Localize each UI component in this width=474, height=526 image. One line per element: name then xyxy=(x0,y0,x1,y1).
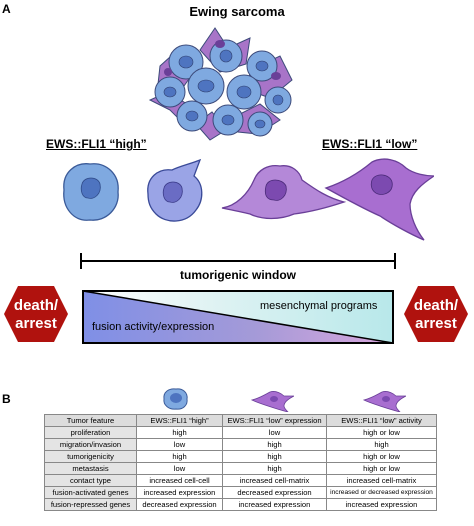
feature-comparison-table: Tumor feature EWS::FLI1 “high” EWS::FLI1… xyxy=(44,414,437,511)
value-cell: high xyxy=(222,438,327,451)
value-cell: high or low xyxy=(326,462,437,475)
label-fusion-high: EWS::FLI1 “high” xyxy=(46,137,147,151)
value-cell: low xyxy=(136,462,223,475)
panel-b-letter: B xyxy=(2,392,11,406)
feature-cell: fusion-repressed genes xyxy=(44,498,137,511)
header-fusion-high: EWS::FLI1 “high” xyxy=(136,414,223,427)
value-cell: increased cell-cell xyxy=(136,474,223,487)
value-cell: increased cell-matrix xyxy=(222,474,327,487)
tumorigenic-window-bracket xyxy=(80,253,396,269)
tumor-cluster-icon xyxy=(148,27,293,141)
feature-cell: tumorigenicity xyxy=(44,450,137,463)
panel-a-letter: A xyxy=(2,2,11,16)
right-hex-line-2: arrest xyxy=(415,315,457,332)
table-row: fusion-activated genes increased express… xyxy=(44,486,437,499)
mesenchymal-programs-label: mesenchymal programs xyxy=(260,300,378,312)
value-cell: decreased expression xyxy=(222,486,327,499)
value-cell: high xyxy=(136,450,223,463)
right-hex-line-1: death/ xyxy=(414,297,459,314)
value-cell: increased or decreased expression xyxy=(326,486,437,499)
cell-progression-diagram xyxy=(63,158,434,241)
value-cell: low xyxy=(136,438,223,451)
value-cell: increased expression xyxy=(136,486,223,499)
table-row: migration/invasion low high high xyxy=(44,438,437,451)
header-low-activity: EWS::FLI1 “low” activity xyxy=(326,414,437,427)
value-cell: high xyxy=(136,426,223,439)
feature-cell: migration/invasion xyxy=(44,438,137,451)
death-arrest-left-hexagon: death/ arrest xyxy=(4,286,68,342)
mesenchymal-cell-icon xyxy=(324,158,434,241)
value-cell: increased cell-matrix xyxy=(326,474,437,487)
feature-cell: proliferation xyxy=(44,426,137,439)
death-arrest-right-hexagon: death/ arrest xyxy=(404,286,468,342)
small-mesenchymal-cell-icon-1 xyxy=(250,391,294,412)
value-cell: high xyxy=(326,438,437,451)
value-cell: high or low xyxy=(326,426,437,439)
round-cell-icon xyxy=(63,163,119,221)
tumorigenic-window-label: tumorigenic window xyxy=(180,268,296,282)
elongated-cell-icon xyxy=(221,164,347,220)
small-round-cell-icon xyxy=(163,388,188,410)
value-cell: increased expression xyxy=(326,498,437,511)
feature-cell: contact type xyxy=(44,474,137,487)
table-row: contact type increased cell-cell increas… xyxy=(44,474,437,487)
header-low-expression: EWS::FLI1 “low” expression xyxy=(222,414,327,427)
value-cell: decreased expression xyxy=(136,498,223,511)
feature-cell: metastasis xyxy=(44,462,137,475)
intermediate-cell-icon xyxy=(147,158,203,222)
table-row: tumorigenicity high high high or low xyxy=(44,450,437,463)
left-hex-line-1: death/ xyxy=(14,297,59,314)
table-header-row: Tumor feature EWS::FLI1 “high” EWS::FLI1… xyxy=(44,414,437,427)
value-cell: increased expression xyxy=(222,498,327,511)
fusion-activity-label: fusion activity/expression xyxy=(92,321,215,333)
value-cell: low xyxy=(222,426,327,439)
header-tumor-feature: Tumor feature xyxy=(44,414,137,427)
table-row: proliferation high low high or low xyxy=(44,426,437,439)
left-hex-line-2: arrest xyxy=(15,315,57,332)
small-mesenchymal-cell-icon-2 xyxy=(362,391,406,412)
diagram-title: Ewing sarcoma xyxy=(189,4,285,19)
table-row: metastasis low high high or low xyxy=(44,462,437,475)
value-cell: high or low xyxy=(326,450,437,463)
feature-cell: fusion-activated genes xyxy=(44,486,137,499)
value-cell: high xyxy=(222,450,327,463)
program-gradient-bar xyxy=(82,290,394,344)
value-cell: high xyxy=(222,462,327,475)
table-row: fusion-repressed genes decreased express… xyxy=(44,498,437,511)
label-fusion-low: EWS::FLI1 “low” xyxy=(322,137,418,151)
